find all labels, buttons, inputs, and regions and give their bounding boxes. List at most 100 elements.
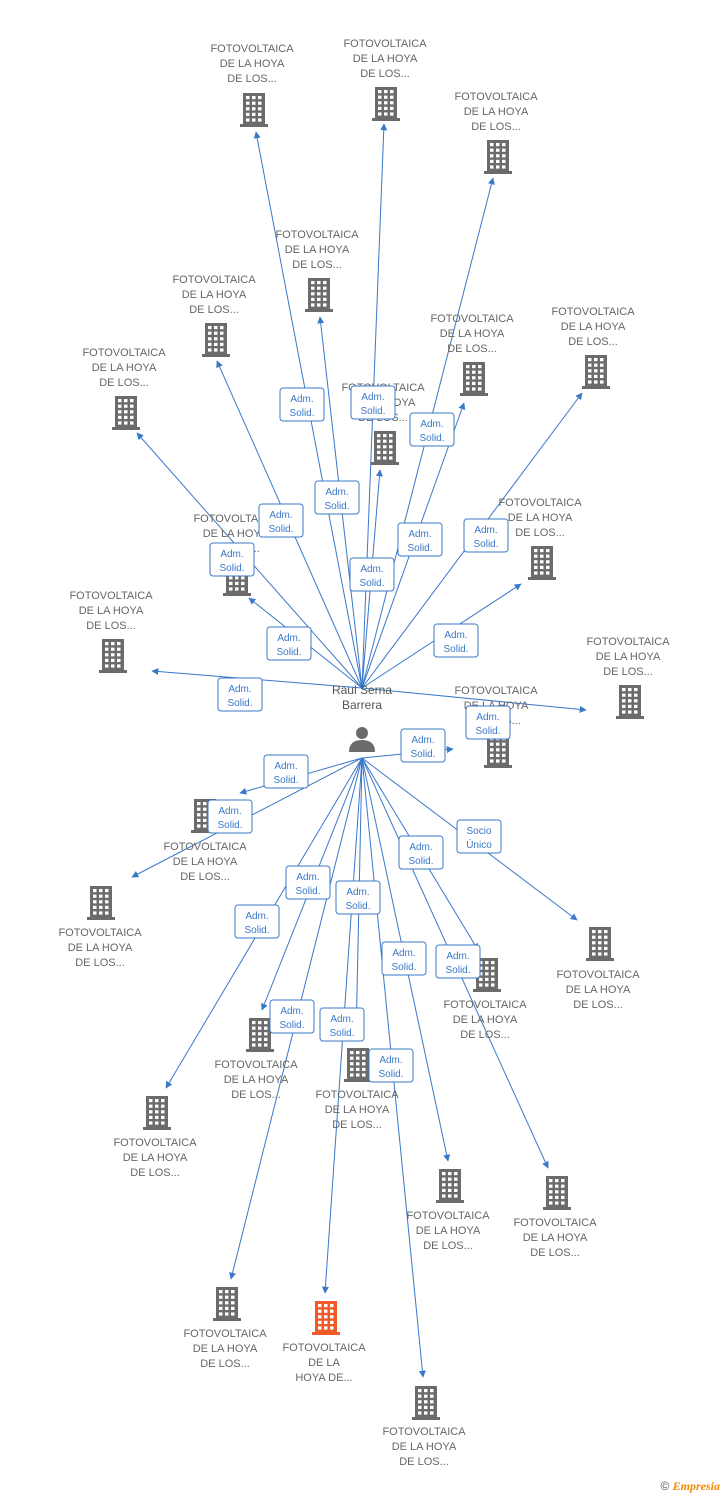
edge-label-adm-solid[interactable]: Adm.Solid. [368,1048,414,1083]
company-name-line: DE LA HOYA [68,942,133,954]
company-name-line: DE LOS... [573,999,623,1011]
edge-label-text: Adm. [280,1006,303,1017]
edge-label-text: Adm. [476,712,499,723]
edge-labels-layer: Adm. Solid. Adm. Solid. Adm. Solid. Adm. Solid.… [207,385,511,1083]
company-name-line: DE LA HOYA [285,244,350,256]
building-icon [616,685,644,719]
company-name-line: DE LOS... [332,1119,382,1131]
edge-label-adm-solid[interactable]: Adm.Solid. [409,412,455,447]
edge-label-adm-solid[interactable]: Adm.Solid. [350,385,396,420]
edge-label-text: Adm. [360,564,383,575]
edge-label-adm-solid[interactable]: Adm. Solid. [319,1007,365,1042]
company-name-line: DE LA HOYA [224,1074,289,1086]
building-icon [371,431,399,465]
company-name-line: DE LOS... [200,1358,250,1370]
company-name-line: FOTOVOLTAICA [163,841,247,853]
edge-label-adm-solid[interactable]: Adm.Solid. [279,387,325,422]
edge-label-adm-solid[interactable]: Adm.Solid. [234,904,280,939]
edge-label-adm-solid[interactable]: Adm.Solid. [258,503,304,538]
building-icon [484,734,512,768]
building-icon [344,1048,372,1082]
edge-label-text: Adm. [325,487,348,498]
company-name-line: DE LOS... [231,1089,281,1101]
edge-label-adm-solid[interactable]: Adm.Solid. [335,880,381,915]
edge-label-adm-solid[interactable]: Adm.Solid. [433,623,479,658]
edge-label-text: Solid. [219,563,244,574]
edge-label-text: Solid. [419,433,444,444]
company-name-line: DE LA HOYA [173,856,238,868]
edge-label-adm-solid[interactable]: Adm.Solid. [400,728,446,763]
edge-label-text: Adm. [277,633,300,644]
edge-label-adm-solid[interactable]: Adm.Solid. [266,626,312,661]
edge-line [361,687,587,713]
building-icon [436,1169,464,1203]
company-name-line: FOTOVOLTAICA [172,274,256,286]
edge-label-adm-solid[interactable]: Adm.Solid. [463,518,509,553]
company-name-line: DE LOS... [447,343,497,355]
company-name-line: DE LA HOYA [392,1441,457,1453]
company-name-line: FOTOVOLTAICA [275,229,359,241]
company-name-line: FOTOVOLTAICA [406,1210,490,1222]
brand-name: Empresia [672,1479,720,1493]
edge-label-adm-solid[interactable]: Adm.Solid. [209,542,255,577]
edge-label-text: Adm. [379,1055,402,1066]
edge-label-adm-solid[interactable]: Adm.Solid. [263,754,309,789]
company-name-line: FOTOVOLTAICA [282,1342,366,1354]
edge-label-text: Solid. [324,501,349,512]
footer-brand[interactable]: © Empresia [660,1479,720,1494]
building-icon [246,1018,274,1052]
edge-label-text: Solid. [217,820,242,831]
edge-label-text: Solid. [473,539,498,550]
edge-label-adm-solid[interactable]: Adm.Solid. [207,799,253,834]
edge-label-adm-solid[interactable]: Adm.Solid. [349,557,395,592]
edge-label-text: Solid. [329,1028,354,1039]
edge-label-adm-solid[interactable]: Adm.Solid. [398,835,444,870]
edge-label-adm-solid[interactable]: Adm.Solid. [435,944,481,979]
edge-label-text: Adm. [274,761,297,772]
edge-label-text: Adm. [330,1014,353,1025]
edge-label-adm-solid[interactable]: Adm.Solid. [381,941,427,976]
company-name-line: FOTOVOLTAICA [113,1137,197,1149]
building-icon [240,93,268,127]
company-name-line: FOTOVOLTAICA [443,999,527,1011]
building-icon [460,362,488,396]
edge-label-adm-solid[interactable]: Adm.Solid. [285,865,331,900]
company-name-line: FOTOVOLTAICA [556,969,640,981]
edge-label-text: Solid. [360,406,385,417]
company-name-line: DE LA HOYA [416,1225,481,1237]
person-name: Raul Serna [332,683,392,697]
company-name-line: DE LOS... [568,336,618,348]
company-name-line: DE LA HOYA [596,651,661,663]
edge-label-adm-solid[interactable]: Adm.Solid. [465,705,511,740]
building-icon [582,355,610,389]
edge-label-adm-solid[interactable]: Adm.Solid. [269,999,315,1034]
company-name-line: FOTOVOLTAICA [586,636,670,648]
edge-label-adm-solid[interactable]: Adm.Solid. [397,522,443,557]
edge-label-adm-solid[interactable]: Adm. Solid. [314,480,360,515]
edge-label-adm-solid[interactable]: Adm.Solid. [217,677,263,712]
